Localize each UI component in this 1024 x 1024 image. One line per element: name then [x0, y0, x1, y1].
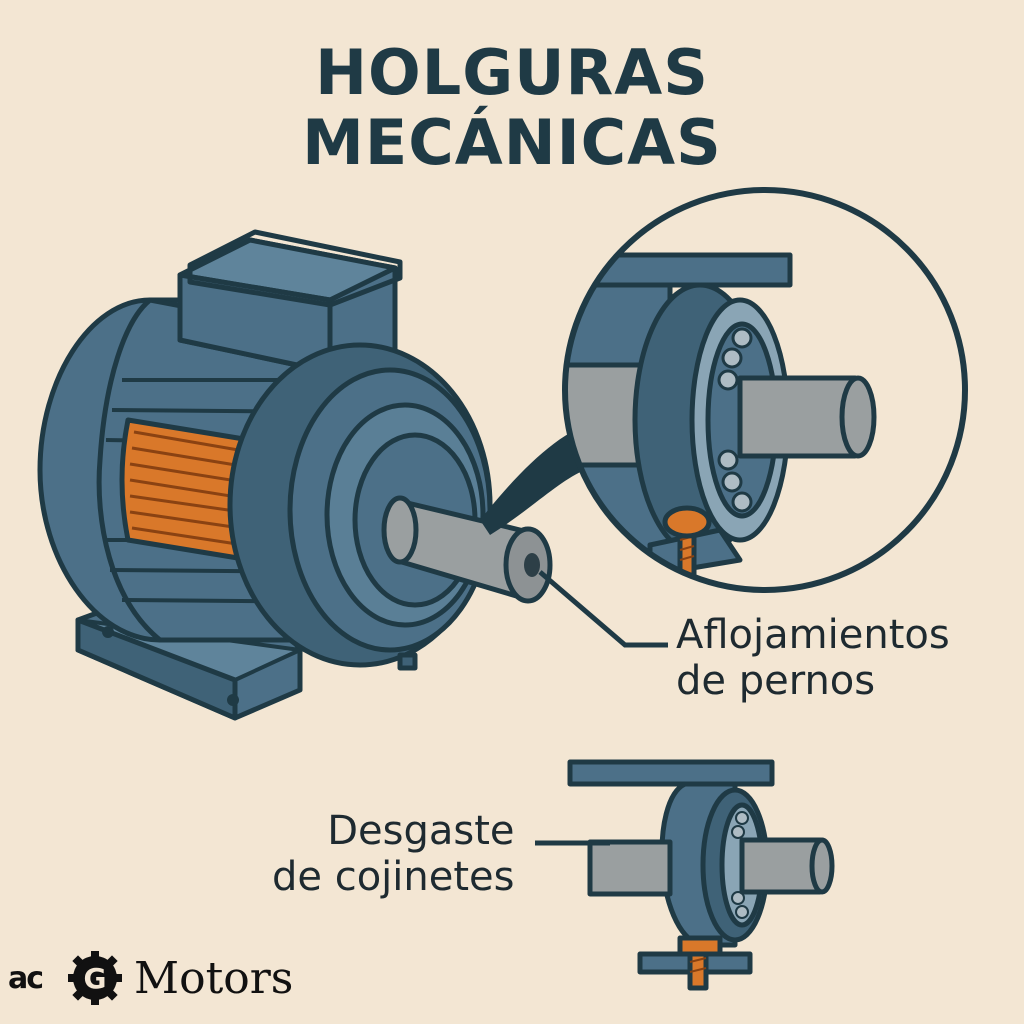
brand-name: Motors: [134, 952, 294, 1004]
gear-icon: G: [68, 951, 123, 1005]
loose-bolt-icon: [662, 505, 712, 578]
terminal-box: [177, 229, 403, 375]
callout-bolts-line-1: Aflojamientos: [676, 612, 950, 658]
callout-bolts-loosening: Aflojamientos de pernos: [676, 612, 950, 704]
bearing-bolt-icon: [677, 935, 723, 991]
brand-logo: ac G Motors: [8, 948, 293, 1008]
brand-mark: G: [84, 962, 107, 995]
diagram-title: HOLGURAS MECÁNICAS: [0, 38, 1024, 178]
callout-bearings-line-1: Desgaste: [327, 808, 515, 854]
brand-prefix: ac: [8, 960, 44, 996]
ball-bearing: [717, 327, 753, 513]
front-end-shield: [227, 342, 493, 671]
electric-motor: [37, 229, 553, 721]
bearing-wear-detail: [567, 759, 835, 991]
zoom-detail: [562, 187, 968, 593]
bolts-leader-line: [538, 570, 668, 648]
callout-bearings-line-2: de cojinetes: [272, 854, 515, 900]
title-line-2: MECÁNICAS: [302, 106, 722, 179]
zoom-pointer: [480, 420, 600, 535]
title-line-1: HOLGURAS: [315, 36, 709, 109]
callout-bearing-wear: Desgaste de cojinetes: [272, 808, 515, 900]
callout-bolts-line-2: de pernos: [676, 658, 876, 704]
